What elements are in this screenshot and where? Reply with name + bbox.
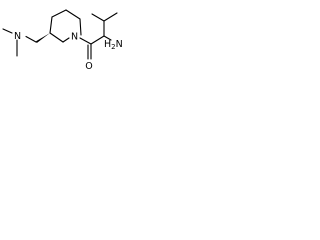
amide-group: O (79, 37, 93, 72)
piperidine-n-label: N (71, 32, 78, 43)
amine-n-symbol: N (116, 39, 122, 50)
amine-h-label: H (104, 39, 111, 50)
molecule-structure: N N O H2N (2, 9, 122, 72)
valine-side-chain: H2N (90, 12, 122, 51)
amine-n-label: H2N (104, 39, 122, 51)
stereo-wedge-bond (36, 33, 50, 43)
piperidine-ring (49, 9, 82, 43)
ch2-n-bond (25, 35, 37, 43)
carbonyl-o-label: O (85, 61, 92, 72)
dimethylamino-n-label: N (14, 31, 21, 42)
amine-h-count: 2 (111, 43, 115, 51)
dimethylamino-group: N (2, 28, 21, 57)
